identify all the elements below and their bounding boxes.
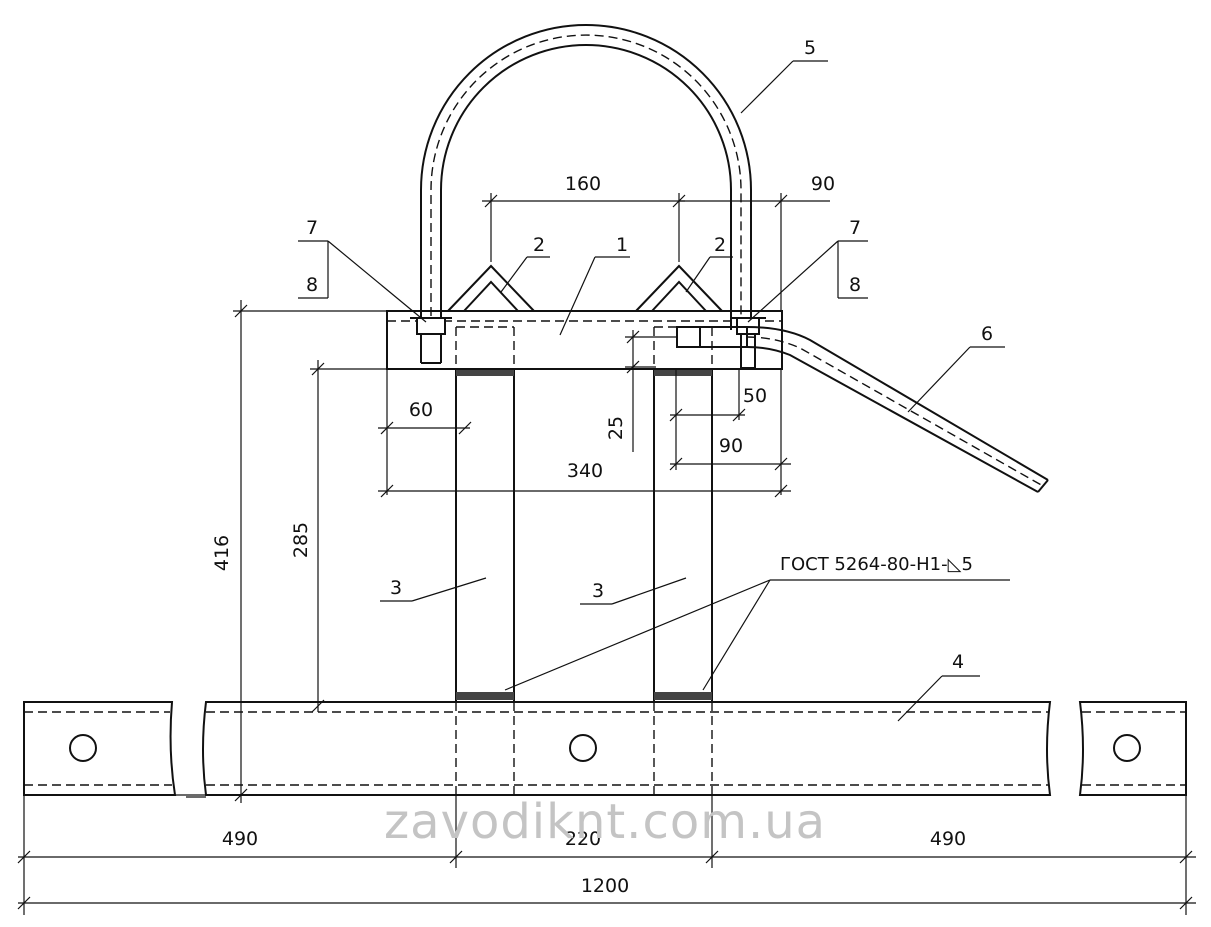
dim-90-mid: 90	[719, 435, 743, 457]
bolt-hole-right	[1113, 734, 1141, 762]
dim-285: 285	[290, 522, 312, 558]
callout-7-right: 7	[849, 217, 861, 239]
dim-160: 160	[565, 173, 601, 195]
callout-1: 1	[616, 234, 628, 256]
callout-8-left: 8	[306, 274, 318, 296]
dim-490-left: 490	[222, 828, 258, 850]
dim-220: 220	[565, 828, 601, 850]
callout-2-left: 2	[533, 234, 545, 256]
vertical-posts	[455, 326, 713, 795]
callout-3-right: 3	[592, 580, 604, 602]
callout-8-right: 8	[849, 274, 861, 296]
bolt-hole-center	[569, 734, 597, 762]
dim-340: 340	[567, 460, 603, 482]
callout-3-left: 3	[390, 577, 402, 599]
gost-weld-note: ГОСТ 5264-80-Н1-◺5	[780, 554, 973, 575]
dim-25: 25	[605, 416, 627, 440]
base-beam	[23, 701, 1187, 798]
nut-left	[416, 317, 446, 335]
grounding-bar	[676, 326, 1049, 493]
dim-90-top: 90	[811, 173, 835, 195]
callout-6: 6	[981, 323, 993, 345]
dim-490-right: 490	[930, 828, 966, 850]
callout-7-left: 7	[306, 217, 318, 239]
dim-60: 60	[409, 399, 433, 421]
dim-50: 50	[743, 385, 767, 407]
watermark: zavodiknt.com.ua	[384, 794, 826, 850]
dim-1200: 1200	[581, 875, 629, 897]
angle-brackets	[447, 264, 723, 312]
callout-4: 4	[952, 651, 964, 673]
top-plate	[386, 310, 783, 370]
leader-lines	[298, 60, 1010, 722]
u-bolt	[410, 24, 766, 369]
callout-5: 5	[804, 37, 816, 59]
bolt-hole-left	[69, 734, 97, 762]
dim-416: 416	[211, 535, 233, 571]
dimension-lines	[17, 193, 1196, 915]
callout-2-right: 2	[714, 234, 726, 256]
